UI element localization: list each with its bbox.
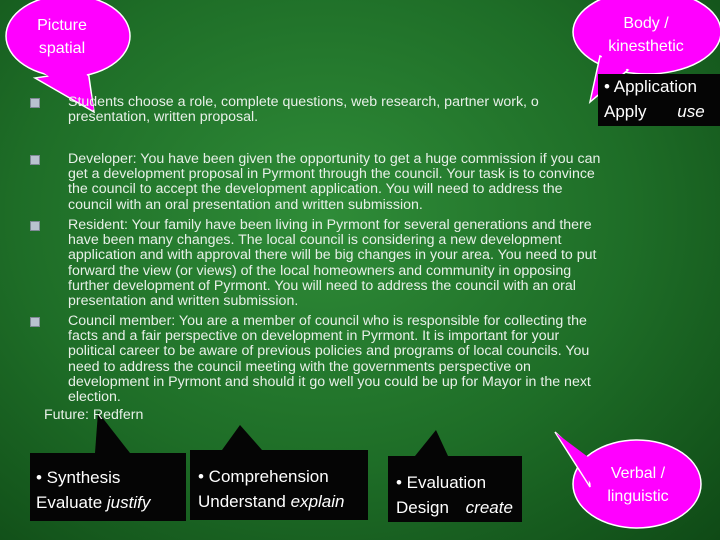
evaluation-title: • Evaluation	[396, 473, 487, 492]
resident-bullet-icon	[30, 221, 40, 231]
verbal-linguistic-callout-shape	[554, 431, 702, 529]
comprehension-words: Understand explain	[198, 489, 368, 514]
evaluate-word: Evaluate	[36, 493, 103, 512]
role-line: Resident: Your family have been living i…	[68, 217, 592, 233]
synthesis-words: Evaluate justify	[36, 490, 186, 515]
spatial-label: spatial	[38, 40, 86, 57]
role-resident: Resident: Your family have been living i…	[68, 217, 678, 310]
evaluation-pointer	[415, 430, 448, 456]
role-line: application and with approval there will…	[68, 247, 597, 264]
role-developer: Developer: You have been given the oppor…	[68, 151, 678, 213]
intro-line: Students choose a role, complete questio…	[68, 94, 539, 110]
evaluation-words: Design create	[396, 495, 522, 520]
intro-bullet-icon	[30, 98, 40, 108]
design-word: Design	[396, 498, 449, 517]
intro-paragraph: Students choose a role, complete questio…	[68, 94, 598, 126]
role-line: get a development proposal in Pyrmont th…	[68, 166, 595, 183]
evaluation-box: • Evaluation Design create	[388, 456, 522, 522]
role-line: the council to accept the development ap…	[68, 181, 563, 198]
explain-word: explain	[290, 492, 345, 511]
comprehension-box: • Comprehension Understand explain	[190, 450, 368, 520]
council-bullet-icon	[30, 317, 40, 327]
understand-word: Understand	[198, 492, 286, 511]
verbal-label: Verbal /	[610, 465, 666, 482]
role-line: political career to be aware of previous…	[68, 343, 590, 360]
role-line: facts and a fair perspective on developm…	[68, 328, 560, 345]
role-line: presentation and written submission.	[68, 293, 299, 310]
role-line: development in Pyrmont and should it go …	[68, 373, 591, 390]
application-title: • Application	[604, 77, 697, 96]
justify-word: justify	[106, 493, 151, 512]
use-word: use	[677, 102, 705, 121]
body-label: Body /	[623, 15, 669, 32]
apply-word: Apply	[604, 102, 647, 121]
synthesis-box: • Synthesis Evaluate justify	[30, 453, 186, 521]
comprehension-title: • Comprehension	[198, 467, 329, 486]
application-box: • Application Apply use	[598, 74, 720, 126]
role-council-member: Council member: You are a member of coun…	[68, 313, 678, 406]
synthesis-title: • Synthesis	[36, 468, 121, 487]
role-line: forward the view (or views) of the local…	[68, 262, 572, 279]
picture-spatial-callout: Picture spatial	[16, 14, 108, 60]
comprehension-pointer	[222, 425, 262, 450]
application-words: Apply use	[604, 99, 720, 124]
kinesthetic-label: kinesthetic	[608, 38, 684, 55]
role-line: further development of Pyrmont. You will…	[68, 277, 576, 294]
role-line: need to address the council meeting with…	[68, 358, 531, 375]
body-kinesthetic-callout: Body / kinesthetic	[588, 12, 704, 58]
picture-label: Picture	[37, 17, 87, 34]
picture-spatial-callout-shape	[5, 0, 131, 114]
role-line: council with an oral presentation and wr…	[68, 196, 423, 213]
create-word: create	[465, 498, 513, 517]
developer-bullet-icon	[30, 155, 40, 165]
future-line: Future: Redfern	[44, 407, 144, 423]
synthesis-pointer	[95, 412, 130, 453]
role-line: Developer: You have been given the oppor…	[68, 151, 601, 167]
role-line: Council member: You are a member of coun…	[68, 313, 587, 329]
linguistic-label: linguistic	[607, 488, 669, 505]
role-line: have been many changes. The local counci…	[68, 232, 562, 249]
role-line: election.	[68, 389, 121, 406]
verbal-linguistic-callout: Verbal / linguistic	[590, 462, 686, 508]
intro-line: presentation, written proposal.	[68, 109, 259, 126]
